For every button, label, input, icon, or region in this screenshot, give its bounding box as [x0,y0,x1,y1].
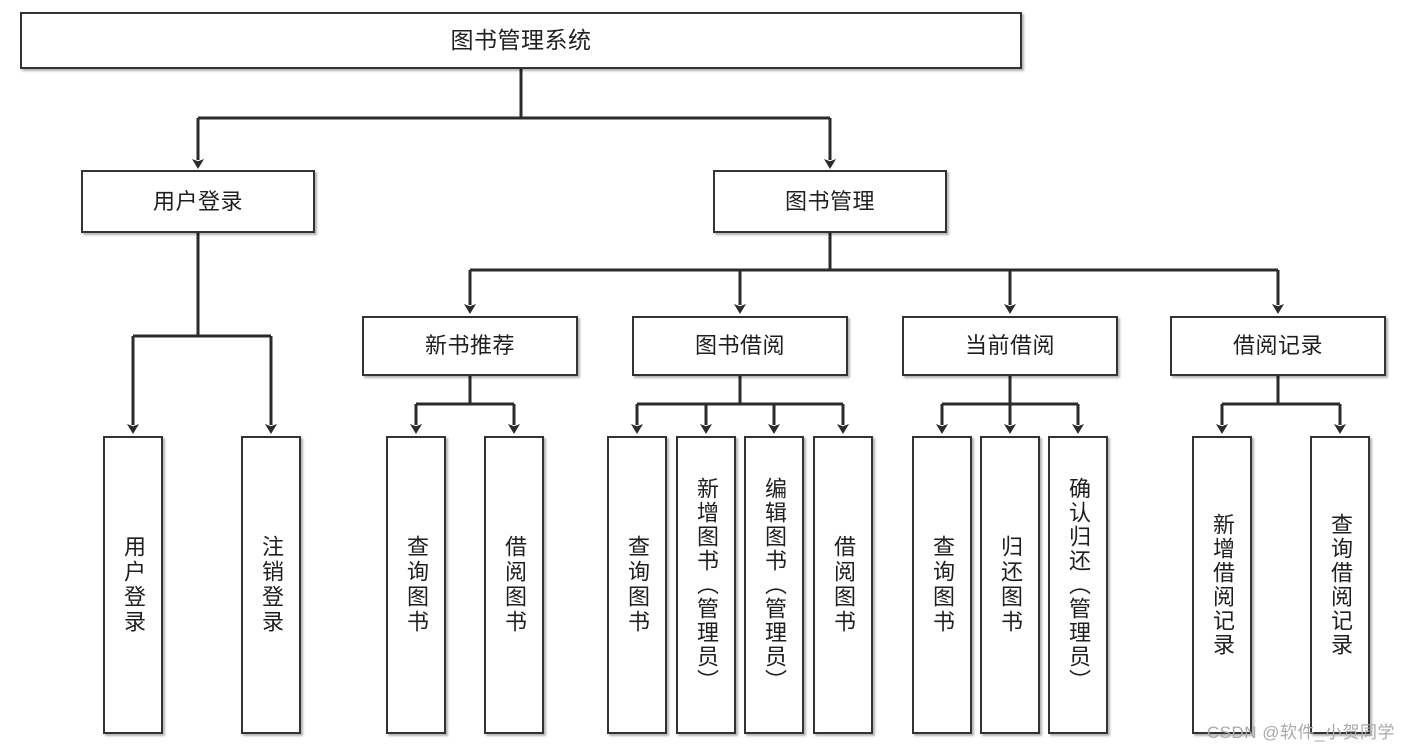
node-label: 借阅图书 [831,535,856,635]
node-borrow-record[interactable]: 借阅记录 [1170,316,1386,376]
leaf-user-login[interactable]: 用户登录 [103,436,163,734]
leaf-borrow-book[interactable]: 借阅图书 [813,436,873,734]
node-label: 图书管理系统 [450,27,592,54]
node-label: 新增借阅记录 [1210,513,1235,657]
node-label: 编辑图书（管理员） [762,477,787,693]
node-label: 查询借阅记录 [1328,513,1353,657]
node-root-system[interactable]: 图书管理系统 [20,12,1022,69]
node-label: 新书推荐 [424,333,515,359]
node-label: 图书管理 [784,188,875,214]
node-label: 查询图书 [930,535,955,635]
node-label: 用户登录 [121,535,146,635]
leaf-query-book-borrow[interactable]: 查询图书 [607,436,667,734]
node-label: 归还图书 [998,535,1023,635]
node-label: 用户登录 [152,188,243,214]
leaf-add-borrow-record[interactable]: 新增借阅记录 [1192,436,1252,734]
leaf-confirm-return-admin[interactable]: 确认归还（管理员） [1048,436,1108,734]
leaf-query-book-current[interactable]: 查询图书 [912,436,972,734]
node-label: 查询图书 [404,535,429,635]
node-label: 图书借阅 [694,333,785,359]
node-current-borrow[interactable]: 当前借阅 [902,316,1118,376]
leaf-borrow-book-new[interactable]: 借阅图书 [484,436,544,734]
watermark: CSDN @软件_小贺同学 [1206,723,1395,742]
node-new-book-recommend[interactable]: 新书推荐 [362,316,578,376]
node-book-borrow[interactable]: 图书借阅 [632,316,848,376]
node-book-management[interactable]: 图书管理 [713,170,947,233]
node-label: 查询图书 [625,535,650,635]
leaf-logout[interactable]: 注销登录 [241,436,301,734]
node-label: 借阅图书 [502,535,527,635]
leaf-query-borrow-record[interactable]: 查询借阅记录 [1310,436,1370,734]
node-user-login[interactable]: 用户登录 [81,170,315,233]
node-label: 新增图书（管理员） [694,477,719,693]
node-label: 确认归还（管理员） [1066,477,1091,693]
node-label: 注销登录 [259,535,284,635]
leaf-edit-book-admin[interactable]: 编辑图书（管理员） [744,436,804,734]
node-label: 当前借阅 [964,333,1055,359]
leaf-query-book-new[interactable]: 查询图书 [386,436,446,734]
leaf-return-book[interactable]: 归还图书 [980,436,1040,734]
node-label: 借阅记录 [1232,333,1323,359]
leaf-add-book-admin[interactable]: 新增图书（管理员） [676,436,736,734]
